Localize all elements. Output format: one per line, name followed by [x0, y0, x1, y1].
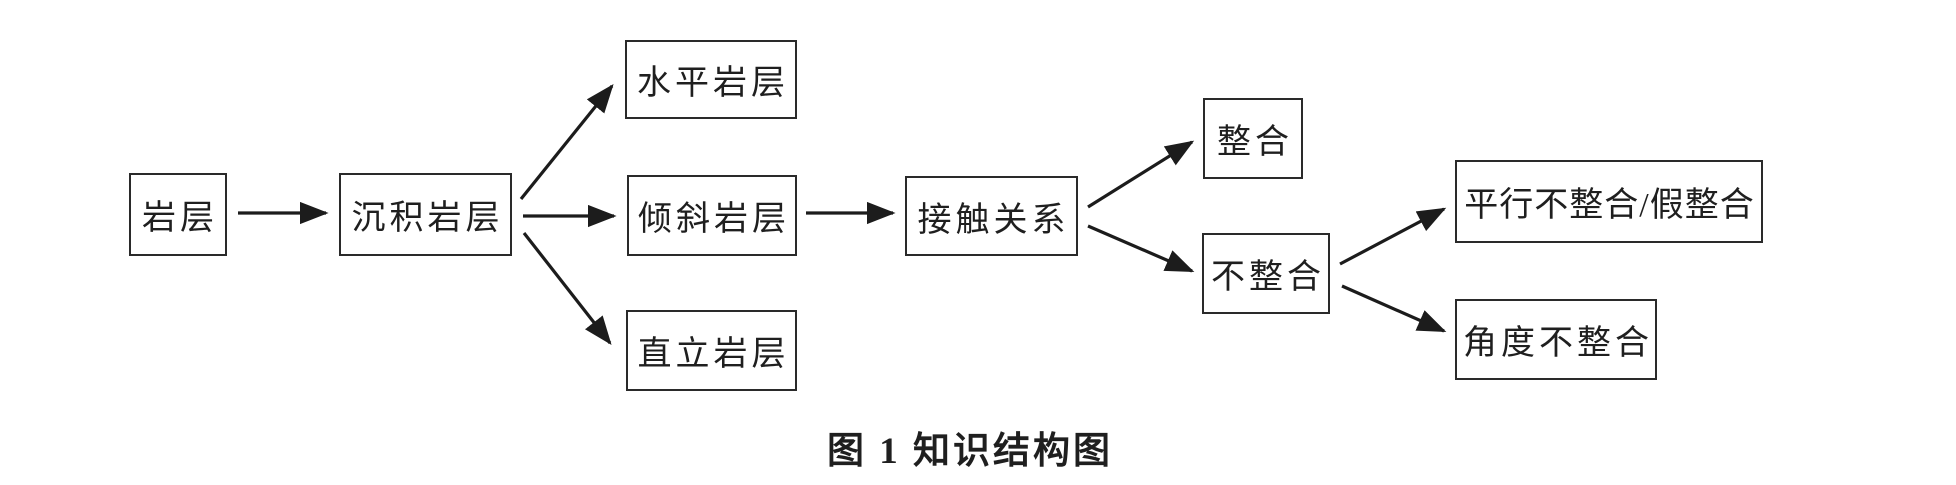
node-inclined-rock-layer: 倾斜岩层 [627, 175, 797, 256]
arrow-sedimentary-to-horizontal [519, 84, 614, 201]
node-unconformity: 不整合 [1202, 233, 1330, 314]
arrow-contact-to-unconformity [1087, 224, 1195, 273]
arrow-unconformity-to-parallel [1339, 207, 1447, 266]
node-angular-unconformity: 角度不整合 [1455, 299, 1657, 380]
node-contact-relation: 接触关系 [905, 176, 1078, 256]
node-sedimentary-rock-layer: 沉积岩层 [339, 173, 512, 256]
node-vertical-rock-layer: 直立岩层 [626, 310, 797, 391]
node-horizontal-rock-layer: 水平岩层 [625, 40, 797, 119]
arrow-unconformity-to-angular [1341, 284, 1447, 333]
node-parallel-unconformity: 平行不整合/假整合 [1455, 160, 1763, 243]
node-conformity: 整合 [1203, 98, 1303, 179]
arrow-contact-to-conformity [1087, 140, 1195, 209]
node-rock-layer: 岩层 [129, 173, 227, 256]
arrow-sedimentary-to-vertical [522, 232, 612, 346]
figure-caption: 图 1 知识结构图 [827, 431, 1113, 472]
